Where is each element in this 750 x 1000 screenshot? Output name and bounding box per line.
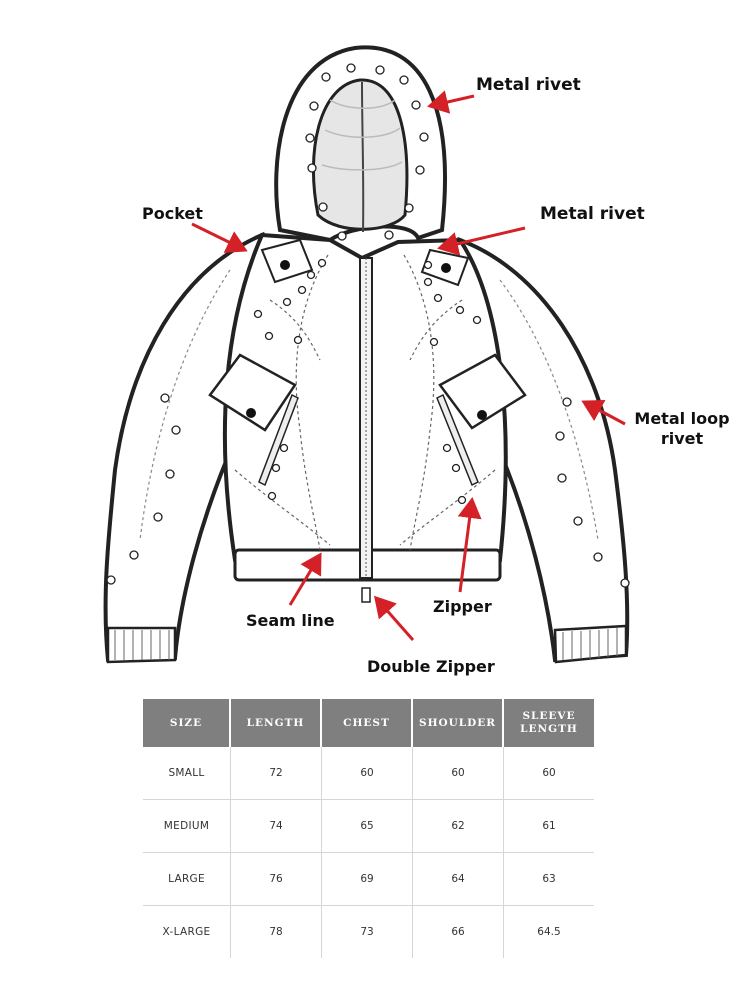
size-cell: LARGE bbox=[143, 853, 231, 906]
right-sleeve bbox=[457, 236, 630, 663]
callout-metal-rivet-shoulder: Metal rivet bbox=[540, 204, 645, 224]
chest-cell: 60 bbox=[322, 747, 413, 800]
table-row: X-LARGE 78 73 66 64.5 bbox=[143, 906, 594, 958]
left-sleeve bbox=[103, 231, 265, 663]
right-pocket-zipper bbox=[436, 393, 479, 487]
sleeve-length-cell: 60 bbox=[504, 747, 594, 800]
header-chest: CHEST bbox=[322, 699, 413, 747]
size-chart-table: SIZE LENGTH CHEST SHOULDER SLEEVE LENGTH… bbox=[143, 699, 594, 958]
size-cell: MEDIUM bbox=[143, 800, 231, 853]
callout-double-zipper: Double Zipper bbox=[367, 657, 495, 676]
header-sleeve-length: SLEEVE LENGTH bbox=[504, 699, 594, 747]
size-cell: SMALL bbox=[143, 747, 231, 800]
sleeve-length-cell: 64.5 bbox=[537, 926, 561, 938]
callout-metal-rivet-hood: Metal rivet bbox=[476, 75, 581, 95]
callout-seam-line: Seam line bbox=[246, 611, 335, 630]
chest-cell: 73 bbox=[322, 906, 413, 958]
right-lower-pocket bbox=[438, 353, 527, 430]
table-row: LARGE 76 69 64 63 bbox=[143, 853, 594, 906]
length-cell: 76 bbox=[231, 853, 322, 906]
callout-pocket: Pocket bbox=[142, 204, 203, 223]
jacket-technical-sketch bbox=[103, 45, 630, 664]
sleeve-rivets bbox=[106, 393, 630, 588]
shoulder-cell: 62 bbox=[413, 800, 504, 853]
length-cell: 74 bbox=[231, 800, 322, 853]
header-length: LENGTH bbox=[231, 699, 322, 747]
sleeve-length-cell: 63 bbox=[504, 853, 594, 906]
table-header-row: SIZE LENGTH CHEST SHOULDER SLEEVE LENGTH bbox=[143, 699, 594, 747]
hood-opening bbox=[311, 78, 409, 231]
sleeve-length-cell: 61 bbox=[504, 800, 594, 853]
left-lower-pocket bbox=[208, 353, 297, 432]
chest-cell: 65 bbox=[322, 800, 413, 853]
callout-metal-loop-rivet: Metal loop rivet bbox=[624, 409, 740, 449]
callout-metal-loop-rivet-line1: Metal loop bbox=[634, 409, 730, 428]
callout-metal-loop-rivet-line2: rivet bbox=[660, 429, 704, 448]
length-cell: 72 bbox=[231, 747, 322, 800]
table-row: SMALL 72 60 60 60 bbox=[143, 747, 594, 800]
header-size: SIZE bbox=[143, 699, 231, 747]
callout-arrows bbox=[191, 90, 626, 641]
shoulder-cell: 64 bbox=[413, 853, 504, 906]
size-cell: X-LARGE bbox=[143, 906, 231, 958]
chest-cell: 69 bbox=[322, 853, 413, 906]
shoulder-cell: 60 bbox=[413, 747, 504, 800]
header-shoulder: SHOULDER bbox=[413, 699, 504, 747]
left-pocket-zipper bbox=[258, 393, 299, 487]
table-row: MEDIUM 74 65 62 61 bbox=[143, 800, 594, 853]
length-cell: 78 bbox=[231, 906, 322, 958]
hood-rivets bbox=[305, 63, 429, 241]
callout-zipper: Zipper bbox=[433, 597, 492, 616]
shoulder-cell: 66 bbox=[413, 906, 504, 958]
